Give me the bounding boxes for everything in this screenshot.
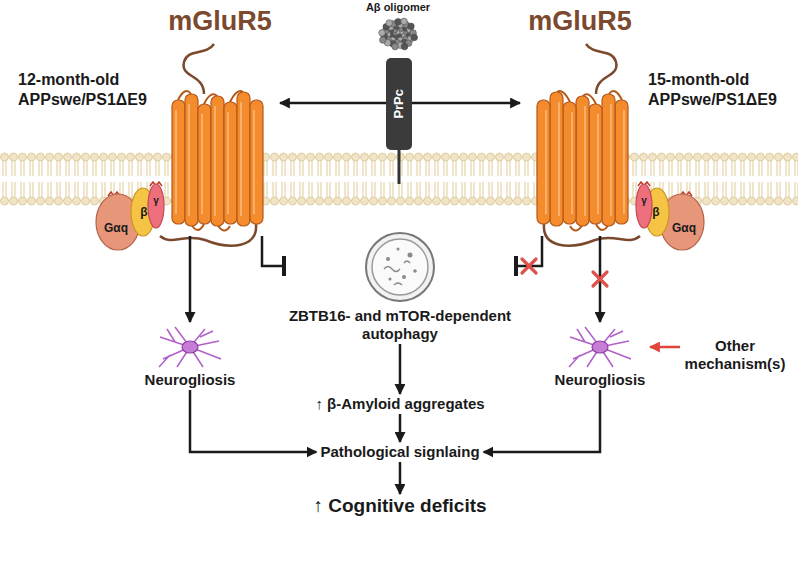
g-protein-label: γ: [153, 195, 159, 208]
arrow-connector: [484, 390, 600, 452]
node-icon: [288, 229, 512, 307]
other-mechanism-label: Other mechanism(s): [680, 336, 790, 374]
arrow-connector: [280, 102, 386, 105]
node-text: Neurogliosis: [554, 371, 646, 389]
model-label: 12-month-old APPswe/PS1ΔE9: [18, 70, 158, 110]
oligomer-particle: [392, 43, 399, 50]
block-cross: [593, 272, 607, 286]
node-text: ↑ Cognitive deficits: [313, 495, 486, 518]
oligomer-particle: [401, 18, 408, 25]
molecule-label: Aβ oligomer: [366, 1, 430, 15]
node-text: mGluR5: [164, 5, 276, 37]
arrow-connector: [190, 390, 316, 452]
model-label: 15-month-old APPswe/PS1ΔE9: [648, 70, 788, 110]
arrow-connector: [189, 236, 192, 322]
node-text: Neurogliosis: [144, 371, 236, 389]
prp-anchor: [398, 150, 401, 184]
receptor-label: mGluR5: [160, 4, 280, 236]
oligomer-particle: [380, 37, 387, 44]
node-text: Other mechanism(s): [684, 337, 786, 373]
inhibition-connector: [262, 236, 284, 266]
arrow-connector: [650, 346, 680, 349]
oligomer-blob: [379, 18, 418, 50]
arrow-connector: [399, 414, 402, 442]
node-icon: [144, 323, 236, 371]
oligomer-particle: [395, 19, 402, 26]
process-label: ↑ β-Amyloid aggregates: [311, 394, 488, 414]
oligomer-particle: [379, 30, 386, 37]
arrow-connector: [412, 102, 520, 105]
oligomer-particle: [386, 20, 393, 27]
neurogliosis-node: Neurogliosis: [550, 322, 650, 390]
prion-protein-bar: PrPc: [386, 58, 412, 150]
inhibition-connector: [516, 236, 542, 266]
receptor-illustration: [96, 44, 263, 250]
autophagosome-icon: [360, 229, 440, 307]
neuron-icon: [565, 323, 635, 371]
oligomer-particle: [401, 43, 408, 50]
oligomer-particle: [408, 23, 415, 30]
outcome-label: ↑ Cognitive deficits: [309, 494, 490, 519]
block-cross: [522, 259, 536, 273]
neurogliosis-node: Neurogliosis: [140, 322, 240, 390]
oligomer-particle: [411, 34, 418, 41]
process-label: Pathological signlaing: [316, 442, 483, 462]
arrow-connector: [399, 344, 402, 394]
node-text: ZBTB16- and mTOR-dependent autophagy: [288, 307, 512, 343]
g-protein-label: β: [652, 205, 659, 220]
g-protein-label: Gαq: [672, 221, 696, 236]
node-icon: [554, 323, 646, 371]
g-protein-label: Gαq: [104, 221, 128, 236]
protein-label: PrPc: [391, 89, 407, 119]
g-protein-label: γ: [641, 195, 647, 208]
node-text: ↑ β-Amyloid aggregates: [315, 395, 484, 413]
autophagy-node: ZBTB16- and mTOR-dependent autophagy: [284, 228, 516, 344]
arrow-connector: [399, 462, 402, 494]
node-text: Pathological signlaing: [320, 443, 479, 461]
node-text: mGluR5: [524, 5, 636, 37]
receptor-label: mGluR5: [520, 4, 640, 236]
neuron-icon: [155, 323, 225, 371]
g-protein-label: β: [140, 205, 147, 220]
